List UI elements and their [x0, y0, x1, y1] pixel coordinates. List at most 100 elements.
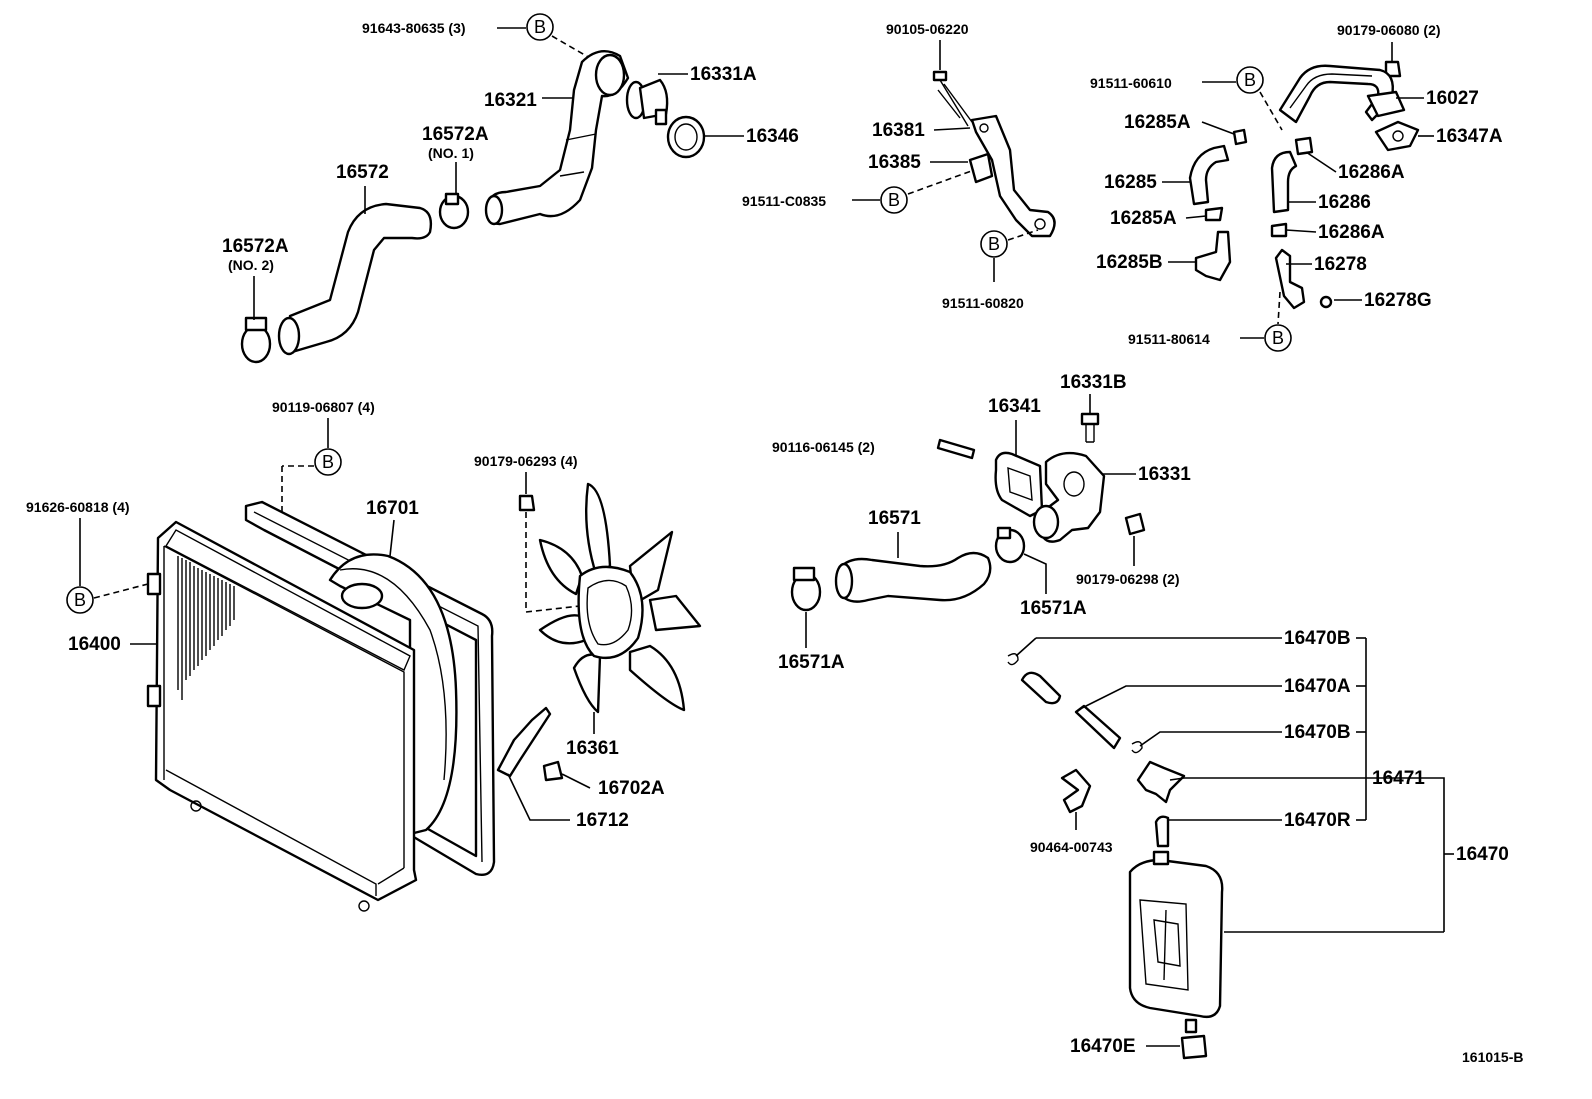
- ref-b-text: B: [1272, 328, 1284, 348]
- union-16285B: [1194, 230, 1232, 282]
- label-16470R[interactable]: 16470R: [1284, 810, 1351, 831]
- ref-b-mark: B: [314, 448, 342, 476]
- cooling-fan-16361: [538, 482, 702, 714]
- label-16331B[interactable]: 16331B: [1060, 372, 1127, 393]
- label-16470A[interactable]: 16470A: [1284, 676, 1351, 697]
- label-16286[interactable]: 16286: [1318, 192, 1371, 213]
- gasket-16341: [994, 451, 1044, 518]
- label-16331A[interactable]: 16331A: [690, 64, 757, 85]
- label-16471[interactable]: 16471: [1372, 768, 1425, 789]
- water-inlet-group: 16331B 16341 90116-06145 (2) 16331 90179…: [772, 372, 1191, 673]
- label-16470B-lower[interactable]: 16470B: [1284, 722, 1351, 743]
- label-16571[interactable]: 16571: [868, 508, 921, 529]
- label-90116-06145[interactable]: 90116-06145 (2): [772, 439, 875, 455]
- label-16285[interactable]: 16285: [1104, 172, 1157, 193]
- label-90179-06080[interactable]: 90179-06080 (2): [1337, 22, 1441, 38]
- gasket-16346: [666, 115, 706, 159]
- label-16286A-top[interactable]: 16286A: [1338, 162, 1405, 183]
- label-16286A-lower[interactable]: 16286A: [1318, 222, 1385, 243]
- hose-16285: [1188, 144, 1230, 206]
- label-16278G[interactable]: 16278G: [1364, 290, 1432, 311]
- label-91511-60820[interactable]: 91511-60820: [942, 295, 1024, 311]
- bypass-group: 90179-06080 (2) 91511-60610 B 16027 1634…: [1090, 22, 1503, 352]
- label-16572[interactable]: 16572: [336, 162, 389, 183]
- label-16278[interactable]: 16278: [1314, 254, 1367, 275]
- label-91643-80635[interactable]: 91643-80635 (3): [362, 20, 466, 36]
- label-16470[interactable]: 16470: [1456, 844, 1509, 865]
- outlet-flange-hole: [594, 53, 626, 97]
- label-16285B[interactable]: 16285B: [1096, 252, 1163, 273]
- label-90179-06298[interactable]: 90179-06298 (2): [1076, 571, 1180, 587]
- stud-90116-06145: [936, 438, 976, 460]
- clip-16286A-top: [1294, 136, 1314, 156]
- label-16341[interactable]: 16341: [988, 396, 1041, 417]
- label-16385[interactable]: 16385: [868, 152, 921, 173]
- label-16331[interactable]: 16331: [1138, 464, 1191, 485]
- label-16572A-no1[interactable]: 16572A: [422, 124, 489, 145]
- clip-16470B-lower: [1131, 741, 1143, 754]
- label-16400[interactable]: 16400: [68, 634, 121, 655]
- ref-b-text: B: [988, 234, 1000, 254]
- reservoir-group: 16470B 16470A 16470B 16471 90464-00743 1…: [1007, 628, 1509, 1060]
- label-91511-60610[interactable]: 91511-60610: [1090, 75, 1172, 91]
- label-90464-00743[interactable]: 90464-00743: [1030, 839, 1113, 855]
- label-90179-06293[interactable]: 90179-06293 (4): [474, 453, 578, 469]
- label-91626-60818[interactable]: 91626-60818 (4): [26, 499, 130, 515]
- label-16285A-lower[interactable]: 16285A: [1110, 208, 1177, 229]
- hose-16470A: [1074, 704, 1122, 750]
- nut-90179-06298: [1124, 512, 1146, 536]
- label-16701[interactable]: 16701: [366, 498, 419, 519]
- short-hose: [1020, 671, 1062, 705]
- hose-clamp-no2: [240, 324, 272, 364]
- label-16346[interactable]: 16346: [746, 126, 799, 147]
- label-16702A[interactable]: 16702A: [598, 778, 665, 799]
- clip-16702A: [542, 760, 564, 782]
- clamp-90464-00743: [1060, 768, 1092, 814]
- ref-b-text: B: [322, 452, 334, 472]
- ref-b-text: B: [534, 17, 546, 37]
- bracket-16381: [970, 114, 1056, 238]
- label-90119-06807[interactable]: 90119-06807 (4): [272, 399, 375, 415]
- label-91511-80614[interactable]: 91511-80614: [1128, 331, 1210, 347]
- label-16285A-top[interactable]: 16285A: [1124, 112, 1191, 133]
- clip-16470B-top: [1007, 653, 1019, 666]
- label-no1: (NO. 1): [428, 145, 474, 161]
- label-16321[interactable]: 16321: [484, 90, 537, 111]
- radiator-16400: [154, 520, 418, 902]
- label-16572A-no2[interactable]: 16572A: [222, 236, 289, 257]
- label-16571A-left[interactable]: 16571A: [778, 652, 845, 673]
- gasket-16347A: [1374, 120, 1420, 152]
- bolt-90105-06220: [937, 79, 973, 127]
- label-16347A[interactable]: 16347A: [1436, 126, 1503, 147]
- thermostat-16331A: [625, 78, 669, 126]
- ref-b-mark: B: [1264, 324, 1292, 352]
- label-91511-C0835[interactable]: 91511-C0835: [742, 193, 826, 209]
- upper-hose-group: 91643-80635 (3) B 16321 16331A 16346 165…: [222, 13, 799, 364]
- ref-b-mark: B: [1236, 66, 1264, 94]
- ref-b-text: B: [888, 190, 900, 210]
- ref-b-mark: B: [880, 186, 908, 214]
- ref-b-text: B: [74, 590, 86, 610]
- ref-b-mark: B: [980, 230, 1008, 258]
- label-16381[interactable]: 16381: [872, 120, 925, 141]
- label-16027[interactable]: 16027: [1426, 88, 1479, 109]
- bypass-pipe-16027: [1278, 64, 1394, 124]
- radiator-fins: [177, 556, 235, 700]
- label-16712[interactable]: 16712: [576, 810, 629, 831]
- label-16361[interactable]: 16361: [566, 738, 619, 759]
- label-16470E[interactable]: 16470E: [1070, 1036, 1136, 1057]
- bolt-16331B: [1080, 412, 1100, 426]
- diagram-id: 161015-B: [1462, 1049, 1524, 1065]
- label-16571A-right[interactable]: 16571A: [1020, 598, 1087, 619]
- fan-shroud-ring-16701: [328, 553, 458, 836]
- hose-16286: [1270, 150, 1298, 214]
- ref-b-text: B: [1244, 70, 1256, 90]
- shroud-lower-16712: [496, 706, 552, 778]
- label-90105-06220[interactable]: 90105-06220: [886, 21, 969, 37]
- ref-b-mark: B: [526, 13, 554, 41]
- clip-16285A-top: [1232, 128, 1248, 146]
- radiator-group: 90119-06807 (4) B 91626-60818 (4) B 1670…: [26, 399, 702, 912]
- label-16470B-top[interactable]: 16470B: [1284, 628, 1351, 649]
- clip-16285A-lower: [1204, 206, 1224, 222]
